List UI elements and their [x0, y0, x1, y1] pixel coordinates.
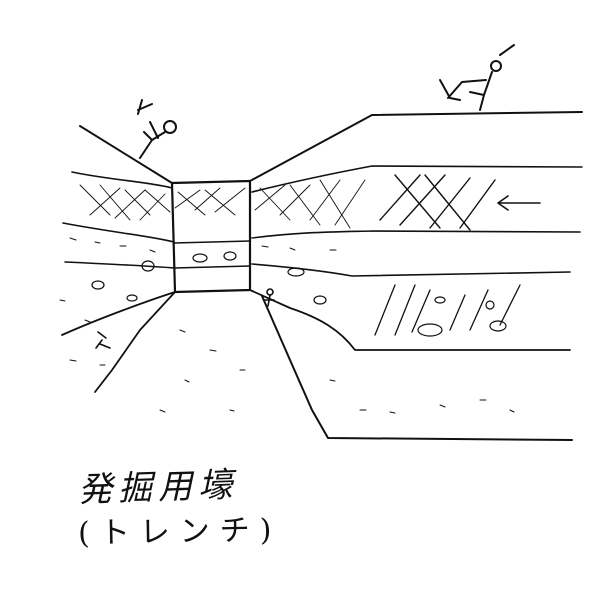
gravel-marks — [59, 237, 515, 414]
artifacts — [91, 251, 507, 337]
striped-layer — [374, 284, 521, 336]
layer-pointer-arrow-icon — [497, 195, 541, 211]
caption-title: 発掘用壕 — [77, 464, 239, 511]
digger-figure-left-icon — [137, 99, 177, 159]
caption-subtitle: (トレンチ) — [77, 512, 282, 552]
small-figure-left-floor-icon — [95, 331, 111, 349]
hatched-layer — [79, 174, 496, 231]
back-wall — [170, 179, 252, 294]
digger-figure-right-icon — [439, 44, 515, 111]
small-figure-in-trench-icon — [263, 288, 275, 307]
right-wall — [249, 111, 583, 441]
left-wall — [61, 125, 176, 393]
